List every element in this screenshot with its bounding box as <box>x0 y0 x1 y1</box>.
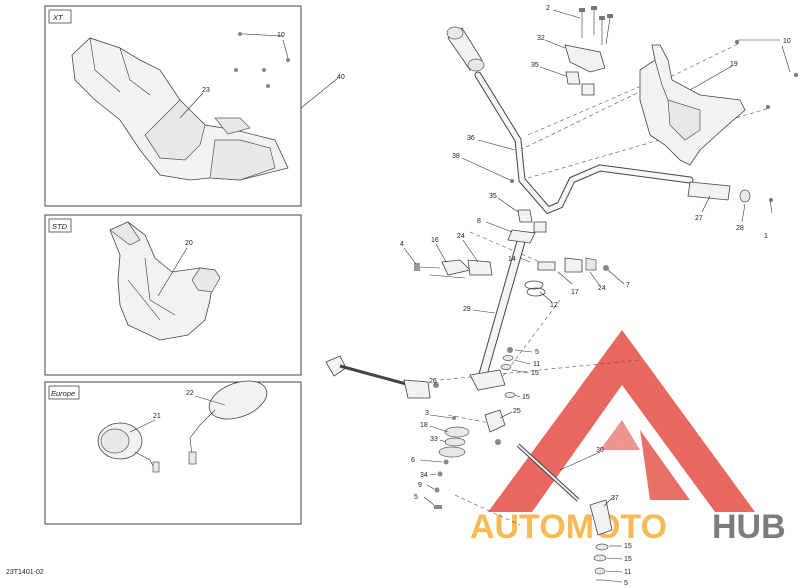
column-hardware-upper <box>500 347 516 398</box>
panel-europe: Europe 21 22 <box>44 380 302 525</box>
label-25: 25 <box>513 408 521 415</box>
label-37: 37 <box>611 495 619 502</box>
label-33: 33 <box>430 436 438 443</box>
europe-mirror-left <box>97 422 160 473</box>
label-7: 7 <box>626 282 630 289</box>
clamp-half-upper <box>565 71 595 96</box>
label-8: 8 <box>477 218 481 225</box>
label-12: 12 <box>550 302 558 309</box>
label-xt-guard: 23 <box>202 87 210 94</box>
watermark-text-hub: HUB <box>712 508 786 546</box>
tie-rod <box>325 355 439 399</box>
label-europe-mirror-left: 21 <box>153 413 161 420</box>
upper-support-left <box>414 259 493 279</box>
handle-grip-right <box>687 181 773 214</box>
panel-europe-tag-box <box>48 385 80 400</box>
label-18: 18 <box>420 422 428 429</box>
label-5c: 5 <box>624 580 628 587</box>
label-15c: 15 <box>624 543 632 550</box>
lower-joint <box>589 499 613 581</box>
clamp-half-lower <box>517 209 547 233</box>
label-std-guard: 20 <box>185 240 193 247</box>
label-16: 16 <box>431 237 439 244</box>
label-35a: 35 <box>531 62 539 69</box>
label-14: 14 <box>508 256 516 263</box>
panel-xt-tag-box <box>48 9 72 24</box>
label-19: 19 <box>730 61 738 68</box>
label-2: 2 <box>546 5 550 12</box>
label-15b: 15 <box>522 394 530 401</box>
panel-std-tag-box <box>48 218 72 233</box>
label-europe-mirror-right: 22 <box>186 390 194 397</box>
label-32: 32 <box>537 35 545 42</box>
handlebar-clamp-top <box>564 6 613 73</box>
panel-std-tag: STD <box>52 222 68 231</box>
xt-screws <box>234 32 290 88</box>
label-15a: 15 <box>531 370 539 377</box>
watermark-logo: AUTOMOTO HUB <box>470 330 786 546</box>
panel-std: STD 20 <box>44 214 302 376</box>
label-24b: 24 <box>598 285 606 292</box>
label-35b: 35 <box>489 193 497 200</box>
label-1: 1 <box>764 233 768 240</box>
watermark-triangle-mark <box>488 330 755 512</box>
xt-hand-guard <box>71 37 289 181</box>
o-rings <box>524 280 546 297</box>
label-10: 10 <box>783 38 791 45</box>
upper-support-right <box>537 257 609 273</box>
label-36: 36 <box>467 135 475 142</box>
lower-steering-shaft <box>516 443 580 502</box>
panel-xt-tag: XT <box>52 13 64 22</box>
diagram-code: 23T1401-02 <box>6 569 44 576</box>
label-11b: 11 <box>624 569 631 576</box>
watermark-text-automoto: AUTOMOTO <box>470 508 667 546</box>
label-30: 30 <box>596 447 604 454</box>
lower-bearing-stack <box>429 414 470 509</box>
handlebar-pad <box>639 44 746 166</box>
label-27: 27 <box>695 215 703 222</box>
std-hand-guard <box>109 221 221 341</box>
label-5b: 5 <box>414 494 418 501</box>
label-17: 17 <box>571 289 579 296</box>
handle-grip-left <box>446 26 485 72</box>
label-28: 28 <box>736 225 744 232</box>
panel-xt: XT 10 23 <box>44 5 302 207</box>
label-26: 26 <box>429 378 437 385</box>
label-6: 6 <box>411 457 415 464</box>
label-11a: 11 <box>533 361 540 368</box>
label-9: 9 <box>418 482 422 489</box>
europe-mirror-right <box>188 380 268 465</box>
label-29: 29 <box>463 306 471 313</box>
label-4: 4 <box>400 241 404 248</box>
label-40: 40 <box>337 74 345 81</box>
label-34: 34 <box>420 472 428 479</box>
label-3: 3 <box>425 410 429 417</box>
label-24a: 24 <box>457 233 465 240</box>
panel-europe-tag: Europe <box>51 389 75 398</box>
steering-column <box>469 229 536 391</box>
label-15d: 15 <box>624 556 632 563</box>
label-38: 38 <box>452 153 460 160</box>
steering-arm <box>484 409 506 445</box>
label-5a: 5 <box>535 349 539 356</box>
label-xt-screw: 10 <box>277 32 285 39</box>
handlebar <box>474 71 694 215</box>
